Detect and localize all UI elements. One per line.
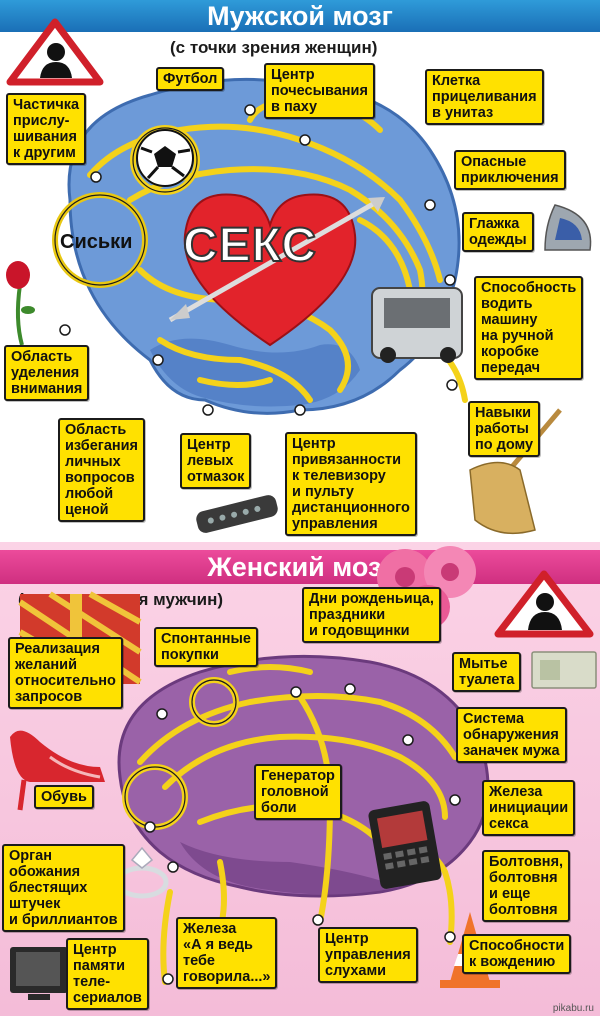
label-ironing: Глажка одежды (462, 212, 534, 252)
remote-control-icon (196, 495, 278, 533)
male-title: Мужской мозг (0, 0, 600, 32)
label-toilet-cleaning: Мытье туалета (452, 652, 522, 692)
label-shoes: Обувь (34, 785, 94, 809)
mobile-phone-icon (368, 801, 442, 889)
money-icon (531, 651, 597, 689)
label-tv-attachment: Центр привязанности к телевизору и пульт… (285, 432, 417, 536)
label-spontaneous-shopping: Спонтанные покупки (154, 627, 258, 667)
label-attention-area: Область уделения внимания (4, 345, 90, 401)
label-sex-initiation: Железа инициации секса (482, 780, 576, 836)
iron-icon (544, 204, 592, 251)
shoes-icon (10, 730, 105, 811)
label-listening: Частичка прислу- шивания к другим (6, 93, 87, 165)
man-warning-sign-icon (6, 18, 104, 86)
watermark: pikabu.ru (552, 1003, 594, 1014)
male-subtitle: (с точки зрения женщин) (170, 38, 378, 57)
label-tv-series-memory: Центр памяти теле- сериалов (66, 938, 149, 1010)
label-driving-ability: Способности к вождению (462, 934, 572, 974)
label-football: Футбол (156, 67, 225, 91)
label-scratch-center: Центр почесывания в паху (264, 63, 375, 119)
car-engine-icon (371, 287, 463, 363)
center-sex-text: СЕКС (182, 218, 318, 273)
arrow-icon (168, 197, 385, 323)
label-stash-detection: Система обнаружения заначек мужа (456, 707, 567, 763)
tv-icon (10, 947, 68, 1000)
label-avoid-questions: Область избегания личных вопросов любой … (58, 418, 146, 522)
male-brain-panel: Мужской мозг (с точки зрения женщин) (0, 0, 600, 536)
label-birthdays: Дни рожденьица, праздники и годовщинки (302, 587, 441, 643)
rose-icon (6, 261, 35, 346)
label-manual-driving: Способность водить машину на ручной коро… (474, 276, 584, 380)
label-chatter: Болтовня, болтовня и еще болтовня (482, 850, 571, 922)
female-brain-panel: Женский мозг (с точки зрения мужчин) (0, 542, 600, 1016)
heart-icon (183, 193, 357, 347)
woman-warning-sign-icon (494, 570, 594, 638)
label-rumors-center: Центр управления слухами (318, 927, 418, 983)
label-shiny-things: Орган обожания блестящих штучек и брилли… (2, 844, 125, 932)
label-aim-cell: Клетка прицеливания в унитаз (425, 69, 544, 125)
female-title: Женский мозг (0, 550, 600, 584)
label-dangerous-adventures: Опасные приключения (454, 150, 566, 190)
label-excuses-center: Центр левых отмазок (180, 433, 252, 489)
football-icon (136, 129, 194, 187)
ring-icon (115, 846, 169, 899)
label-told-you: Железа «А я ведь тебе говорила...» (176, 917, 278, 989)
male-brain-illustration (6, 18, 592, 535)
label-housework: Навыки работы по дому (468, 401, 541, 457)
label-wish-fulfillment: Реализация желаний относительно запросов (8, 637, 123, 709)
boobs-text: Сиськи (60, 231, 133, 253)
label-headache-generator: Генератор головной боли (254, 764, 342, 820)
